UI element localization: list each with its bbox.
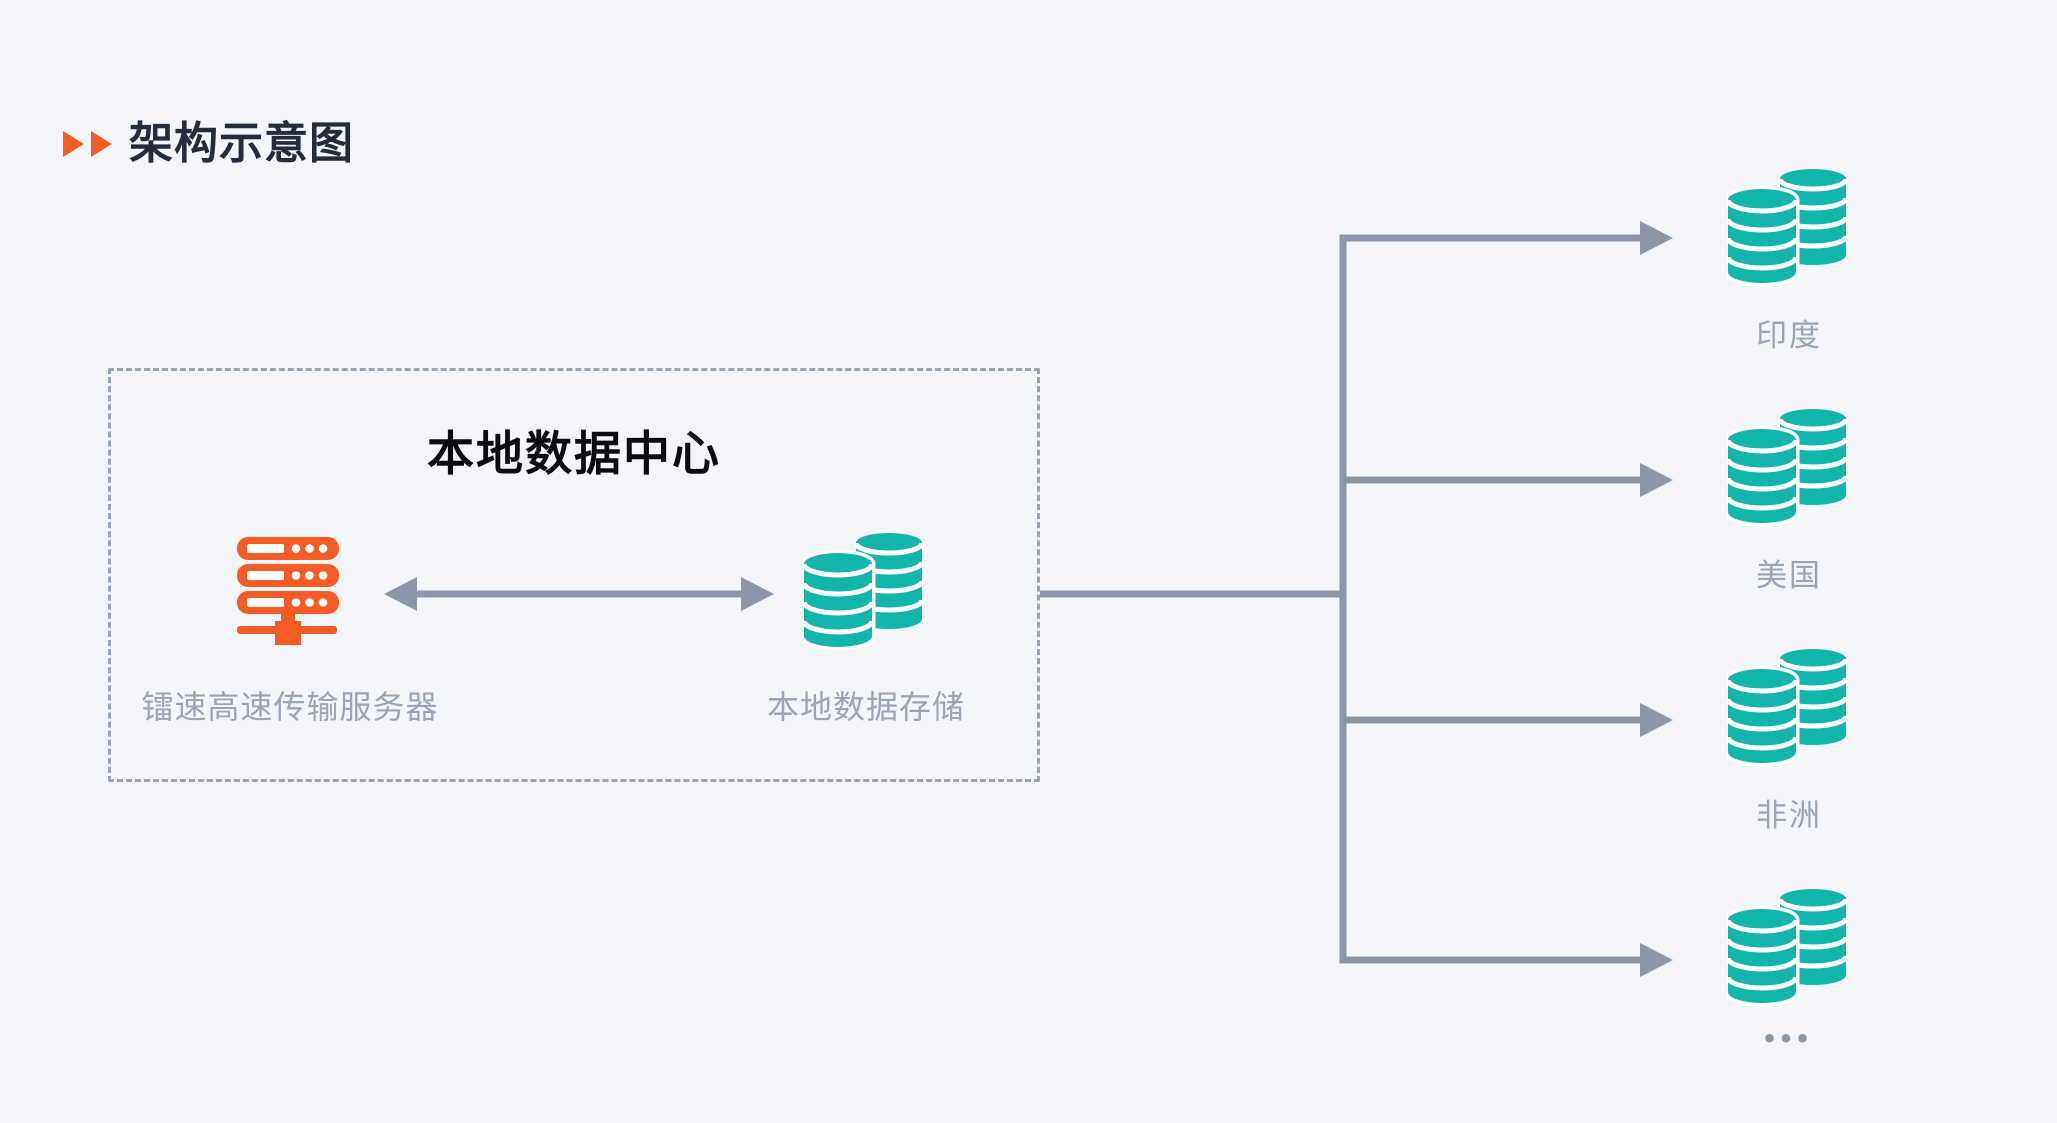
region-node-4: •••: [1727, 886, 1851, 1056]
page-title: 架构示意图: [129, 119, 354, 168]
page-header: 架构示意图: [63, 122, 354, 166]
database-cylinders-icon: [1727, 166, 1851, 288]
server-rack-icon: [236, 537, 340, 647]
region-label: 印度: [1756, 318, 1822, 353]
database-cylinders-icon: [1727, 646, 1851, 768]
arrowhead-branch-2-icon: [1640, 463, 1673, 497]
region-label: 非洲: [1756, 798, 1822, 833]
arrowhead-branch-3-icon: [1640, 703, 1673, 737]
region-label: 美国: [1756, 558, 1822, 593]
database-cylinders-icon: [1727, 886, 1851, 1008]
local-datacenter-box: 本地数据中心: [108, 368, 1040, 782]
arrowhead-branch-4-icon: [1640, 943, 1673, 977]
datacenter-title: 本地数据中心: [427, 427, 721, 480]
region-node-2: 美国: [1727, 406, 1851, 595]
arrowhead-branch-1-icon: [1640, 221, 1673, 255]
database-cylinders-icon: [1727, 406, 1851, 528]
region-node-1: 印度: [1727, 166, 1851, 355]
server-label: 镭速高速传输服务器: [141, 689, 439, 725]
double-play-triangles-icon: [63, 131, 112, 157]
region-label-ellipsis: •••: [1764, 1022, 1814, 1055]
local-storage-database-icon: [803, 530, 927, 652]
storage-label: 本地数据存储: [766, 689, 965, 725]
region-node-3: 非洲: [1727, 646, 1851, 835]
